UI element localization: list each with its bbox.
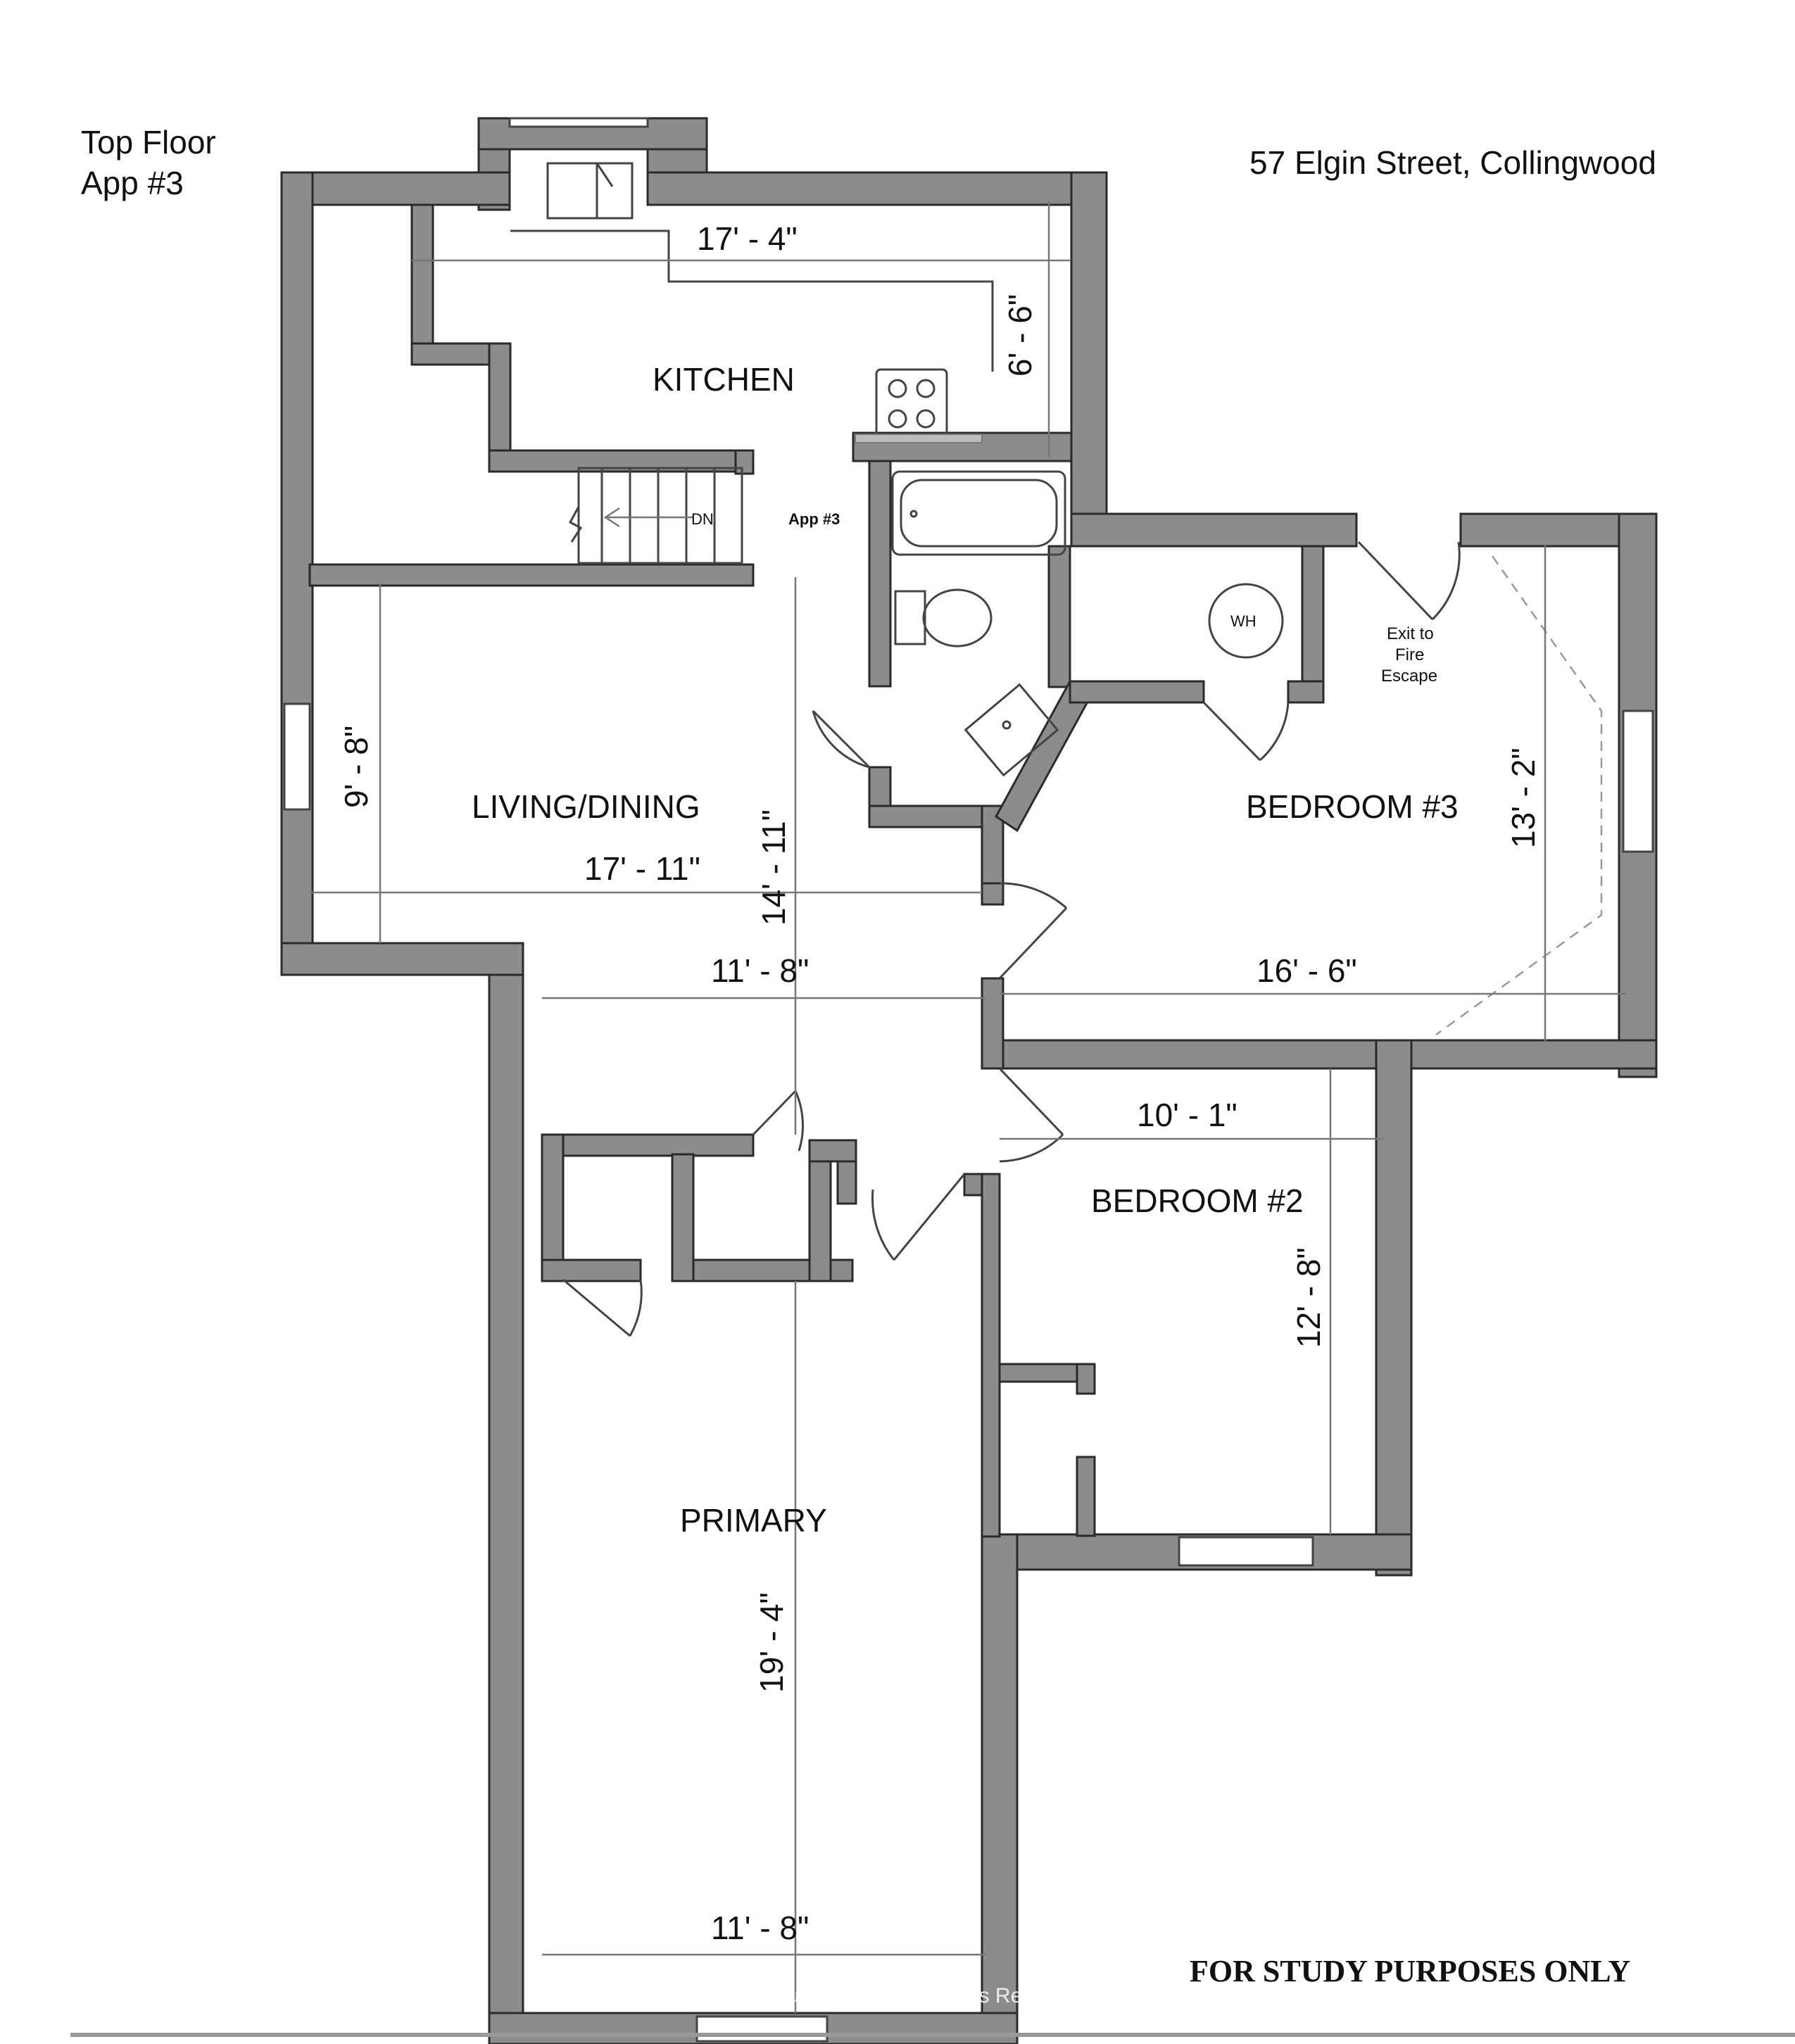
room-label-primary: PRIMARY <box>680 1502 827 1539</box>
bathroom-fixtures <box>891 470 1066 777</box>
windows <box>283 117 1654 2043</box>
stairs-dn-label: DN <box>691 510 714 528</box>
dim-bed2-height: 12' - 8" <box>1290 1247 1327 1348</box>
dim-living-width: 17' - 11" <box>584 850 700 887</box>
dim-primary-width: 11' - 8" <box>711 1910 809 1946</box>
dim-bed3-width: 16' - 6" <box>1256 952 1357 989</box>
dim-bed3-height: 13' - 2" <box>1505 747 1542 848</box>
exit-label-line2: Fire <box>1395 645 1424 664</box>
water-heater-label: WH <box>1230 612 1256 630</box>
bottom-rule <box>70 2033 1795 2037</box>
room-label-bedroom3: BEDROOM #3 <box>1246 788 1459 825</box>
dim-bed2-width: 10' - 1" <box>1137 1097 1237 1133</box>
room-label-living: LIVING/DINING <box>472 788 700 825</box>
room-label-bedroom2: BEDROOM #2 <box>1091 1182 1304 1219</box>
room-label-kitchen: KITCHEN <box>653 361 795 398</box>
exit-label-line1: Exit to <box>1387 624 1434 643</box>
doors <box>562 541 1603 1337</box>
study-notice: FOR STUDY PURPOSES ONLY <box>1190 1954 1630 1988</box>
dim-living-height: 9' - 8" <box>338 726 374 808</box>
walls <box>280 117 1658 2044</box>
dim-primary-height: 19' - 4" <box>753 1592 790 1693</box>
address-label: 57 Elgin Street, Collingwood <box>1249 144 1656 181</box>
dim-kitchen-height: 6' - 6" <box>1002 294 1038 377</box>
title-line2: App #3 <box>81 165 184 201</box>
exit-label-line3: Escape <box>1381 667 1437 686</box>
kitchen-fixtures <box>510 162 994 443</box>
dim-hall-width: 11' - 8" <box>711 952 809 989</box>
app-label: App #3 <box>788 510 840 528</box>
water-heater-icon <box>1208 583 1284 659</box>
watermark: RE/MAX Four Seasons Doug Gillis & Associ… <box>536 1984 1163 2007</box>
stairs <box>568 467 743 564</box>
dim-kitchen-width: 17' - 4" <box>697 220 798 257</box>
title-line1: Top Floor <box>81 124 216 160</box>
dimension-lines <box>310 201 1626 2013</box>
dim-hall-height: 14' - 11" <box>755 809 792 926</box>
